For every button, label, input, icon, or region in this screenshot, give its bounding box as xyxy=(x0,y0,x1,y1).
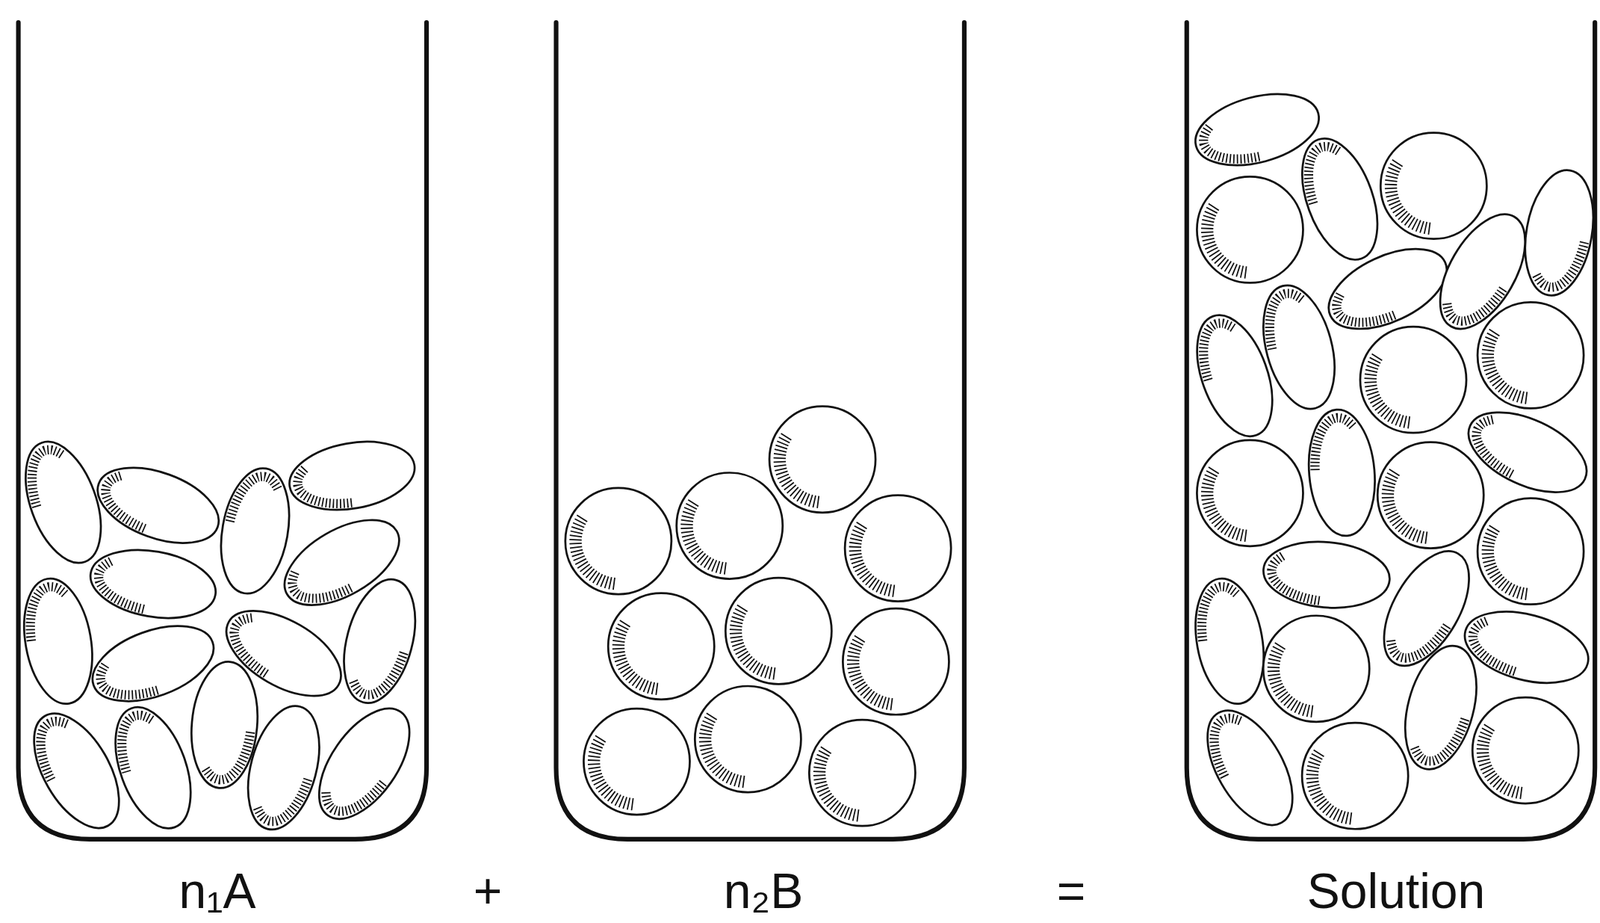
beaker xyxy=(556,22,965,839)
sphere-molecule xyxy=(676,472,783,579)
ellipse-molecule xyxy=(283,432,420,520)
sphere-molecule xyxy=(844,495,951,602)
sphere-molecule xyxy=(1477,498,1584,605)
sphere-molecule xyxy=(565,487,672,594)
label-holder: n₂B xyxy=(723,865,803,916)
label-holder: = xyxy=(1056,865,1087,916)
ellipse-molecule xyxy=(1189,696,1310,839)
label-holder: n₁A xyxy=(179,865,257,916)
component-label: n₁A xyxy=(179,865,257,916)
sphere-molecule xyxy=(1301,722,1409,829)
drawing xyxy=(11,22,1600,842)
operator: = xyxy=(1056,865,1087,916)
ellipse-molecule xyxy=(1457,599,1597,695)
ellipse-molecule xyxy=(11,431,116,573)
sphere-molecule xyxy=(694,685,801,792)
component-label: n₂B xyxy=(723,865,803,916)
sphere-molecule xyxy=(1263,615,1370,722)
ellipse-molecule xyxy=(14,572,102,709)
ellipse-molecule xyxy=(1316,232,1459,346)
ellipse-molecule xyxy=(1251,277,1347,417)
mixture-label: Solution xyxy=(1307,865,1486,916)
sphere-molecule xyxy=(725,577,832,684)
sphere-molecule xyxy=(842,608,949,715)
ellipse-molecule xyxy=(85,540,222,628)
ellipse-molecule xyxy=(301,692,428,834)
ellipse-molecule xyxy=(1303,406,1380,538)
sphere-molecule xyxy=(1360,326,1467,433)
operator: + xyxy=(473,865,503,916)
sphere-molecule xyxy=(1196,439,1303,547)
ellipse-molecule xyxy=(1260,536,1393,613)
label-holder: Solution xyxy=(1307,865,1486,916)
sphere-molecule xyxy=(808,719,916,826)
sphere-molecule xyxy=(769,406,876,513)
label-holder: + xyxy=(473,865,503,916)
ellipse-molecule xyxy=(87,452,229,558)
sphere-molecule xyxy=(608,593,715,700)
sphere-molecule xyxy=(1477,301,1584,408)
ellipse-molecule xyxy=(1287,128,1393,270)
sphere-molecule xyxy=(583,708,690,815)
ellipse-molecule xyxy=(100,696,206,839)
sphere-molecule xyxy=(1377,442,1484,549)
ellipse-molecule xyxy=(1186,572,1273,709)
ellipse-molecule xyxy=(1516,164,1600,301)
sphere-molecule xyxy=(1380,132,1487,240)
sphere-molecule xyxy=(1472,696,1579,803)
sphere-molecule xyxy=(1196,176,1303,283)
ellipse-molecule xyxy=(236,697,332,837)
ellipse-molecule xyxy=(331,571,428,711)
